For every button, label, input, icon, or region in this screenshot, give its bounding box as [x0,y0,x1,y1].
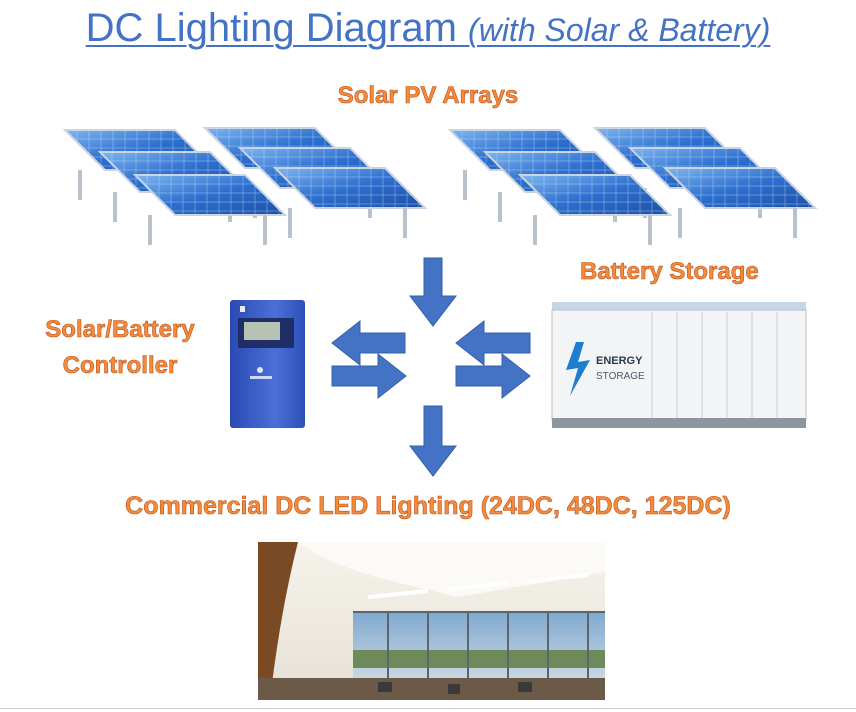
title-main: DC Lighting Diagram [85,6,457,50]
battery-text-energy: ENERGY [596,355,643,367]
controller-device-image [230,300,305,428]
office-lighting-image [258,542,605,700]
arrow-right-from-controller [331,352,407,400]
arrow-down-from-solar [408,257,458,327]
battery-storage-label: Battery Storage [580,258,759,286]
solar-arrays-label: Solar PV Arrays [337,82,519,110]
title-subtitle: (with Solar & Battery) [468,12,771,48]
bottom-divider [0,708,856,709]
arrow-left-from-battery [455,319,531,367]
lighting-label: Commercial DC LED Lighting (24DC, 48DC, … [125,492,731,521]
battery-text-storage: STORAGE [596,371,645,382]
arrow-left-to-controller [331,319,406,367]
controller-label-line1: Solar/Battery [45,316,195,344]
diagram-title: DC Lighting Diagram (with Solar & Batter… [0,6,856,51]
controller-label: Solar/Battery Controller [20,312,220,384]
arrow-down-to-lighting [408,405,458,477]
arrow-right-to-battery [455,352,531,400]
battery-storage-image: ENERGY STORAGE [551,302,807,428]
controller-label-line2: Controller [62,352,178,380]
